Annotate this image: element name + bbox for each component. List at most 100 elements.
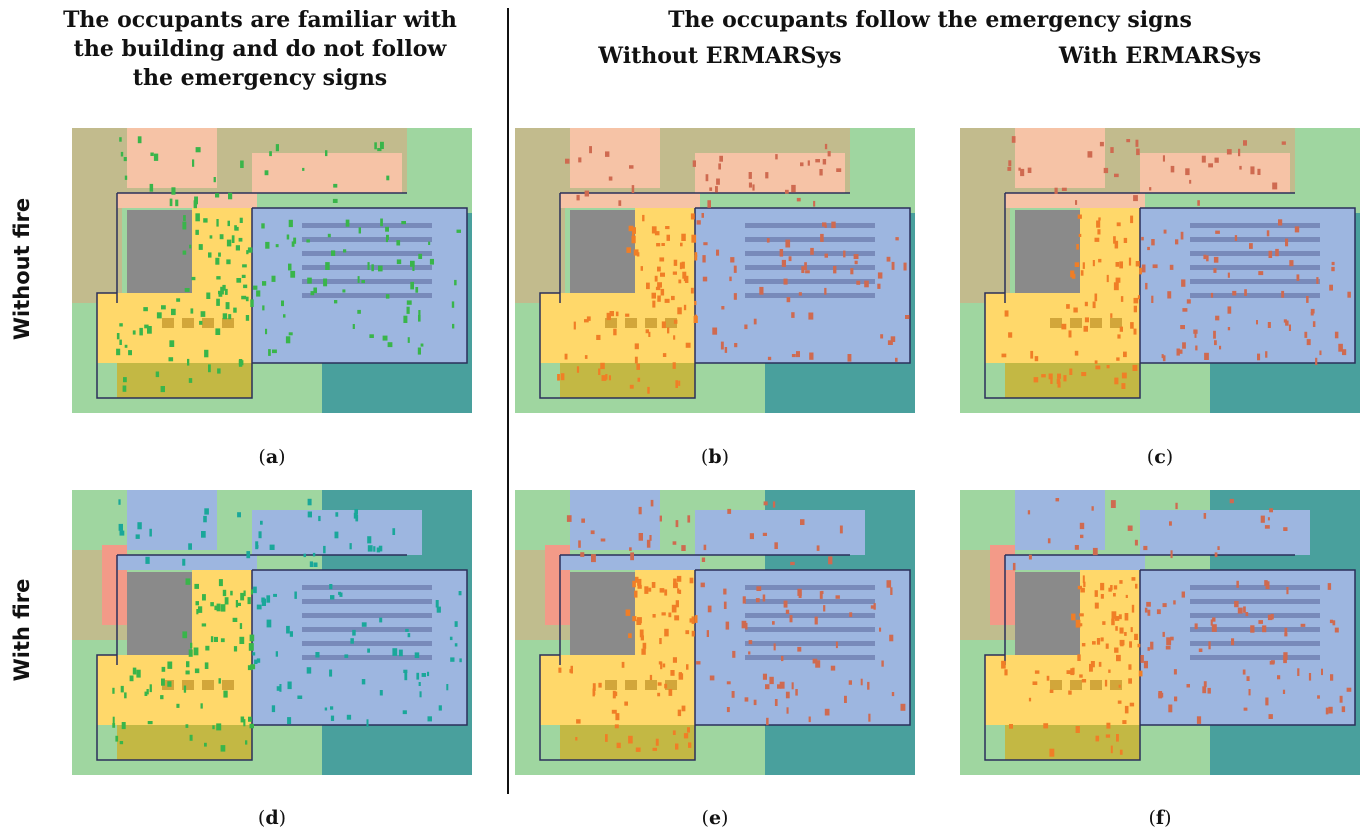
agent — [835, 595, 840, 599]
shelf-row — [302, 655, 432, 660]
agent — [785, 691, 790, 699]
agent — [772, 501, 776, 508]
agent — [628, 633, 632, 639]
agent — [318, 515, 321, 522]
agent — [289, 631, 293, 637]
agent — [1105, 643, 1109, 649]
agent — [672, 657, 677, 663]
agent — [1169, 264, 1174, 270]
shelf-row — [745, 627, 875, 632]
furniture — [1070, 680, 1082, 690]
agent — [1066, 670, 1071, 674]
zone-olive-south — [117, 725, 252, 760]
agent — [454, 643, 458, 647]
agent — [357, 309, 361, 314]
agent — [659, 588, 665, 593]
agent — [680, 242, 683, 247]
agent — [269, 151, 272, 157]
agent — [1213, 268, 1217, 273]
agent — [273, 593, 277, 597]
zone-west — [72, 193, 122, 303]
agent — [1090, 661, 1095, 668]
panel-b — [515, 128, 915, 413]
agent — [265, 241, 270, 249]
agent — [335, 512, 339, 517]
agent — [700, 582, 705, 588]
agent — [373, 546, 376, 552]
agent — [606, 312, 611, 321]
agent — [1226, 149, 1232, 155]
agent — [1145, 282, 1148, 290]
agent — [1258, 271, 1264, 276]
agent — [813, 200, 816, 207]
agent — [1129, 641, 1132, 648]
agent — [849, 612, 853, 617]
agent — [1175, 502, 1178, 510]
agent — [407, 337, 410, 343]
agent — [376, 547, 381, 553]
agent — [1110, 313, 1113, 318]
agent — [188, 649, 193, 657]
agent — [1152, 264, 1158, 269]
zone-north-rooms-east — [1140, 510, 1310, 555]
agent — [1133, 195, 1138, 202]
agent — [677, 709, 682, 717]
agent — [748, 651, 751, 655]
agent — [1120, 296, 1124, 302]
agent — [1043, 723, 1049, 729]
agent — [216, 723, 222, 731]
furniture — [625, 318, 637, 328]
agent — [1105, 734, 1111, 738]
agent — [226, 259, 231, 265]
agent — [1346, 687, 1352, 692]
agent — [709, 675, 715, 681]
floor-plan-map — [960, 128, 1360, 413]
agent — [199, 320, 203, 325]
agent — [386, 234, 389, 240]
agent — [1098, 217, 1101, 221]
agent — [1135, 261, 1140, 267]
agent — [843, 250, 846, 258]
agent — [808, 312, 814, 320]
agent — [905, 315, 910, 319]
agent — [1098, 661, 1102, 667]
zone-north-rooms-east — [695, 510, 865, 555]
agent — [1116, 734, 1119, 742]
agent — [248, 716, 252, 722]
agent — [690, 213, 695, 220]
agent — [357, 276, 360, 283]
agent — [1286, 587, 1289, 595]
agent — [769, 676, 774, 685]
agent — [726, 681, 731, 685]
agent — [210, 636, 214, 643]
agent — [733, 293, 737, 300]
agent — [1057, 373, 1061, 379]
agent — [1117, 334, 1121, 339]
agent — [703, 544, 707, 551]
agent — [307, 511, 312, 518]
agent — [208, 364, 211, 373]
agent — [189, 244, 192, 249]
agent — [1144, 607, 1148, 613]
agent — [1120, 641, 1124, 647]
agent — [628, 225, 634, 232]
agent — [1084, 317, 1089, 323]
agent — [403, 315, 408, 323]
agent — [785, 189, 789, 194]
agent — [635, 747, 641, 752]
agent — [672, 730, 676, 735]
agent — [1098, 258, 1102, 263]
agent — [877, 272, 883, 279]
agent — [1114, 377, 1119, 385]
agent — [677, 588, 680, 594]
agent — [147, 721, 153, 725]
agent — [146, 689, 149, 695]
agent — [132, 330, 136, 335]
agent — [1147, 647, 1150, 651]
agent — [575, 737, 578, 741]
agent — [632, 227, 636, 234]
furniture — [162, 318, 174, 328]
agent — [1134, 633, 1138, 640]
agent — [676, 575, 682, 582]
agent — [816, 545, 820, 551]
